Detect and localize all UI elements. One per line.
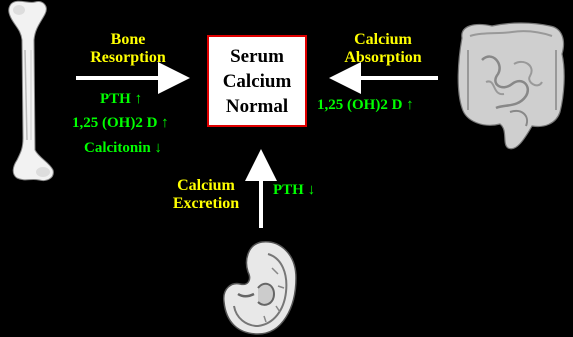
calcium-absorption-label: Calcium Absorption <box>330 31 436 67</box>
center-line-3: Normal <box>226 94 288 119</box>
center-line-1: Serum <box>230 44 284 69</box>
intestine-factor-vitd: 1,25 (OH)2 D ↑ <box>317 97 414 114</box>
calcium-excretion-label: Calcium Excretion <box>160 177 252 213</box>
bone-resorption-label: Bone Resorption <box>70 31 186 67</box>
bone-factor-pth: PTH ↑ <box>100 91 142 108</box>
kidney-factor-pth: PTH ↓ <box>273 182 315 199</box>
center-line-2: Calcium <box>223 69 292 94</box>
bone-factor-calcitonin: Calcitonin ↓ <box>84 140 162 157</box>
bone-factor-vitd: 1,25 (OH)2 D ↑ <box>72 115 169 132</box>
serum-calcium-box: Serum Calcium Normal <box>207 35 307 127</box>
